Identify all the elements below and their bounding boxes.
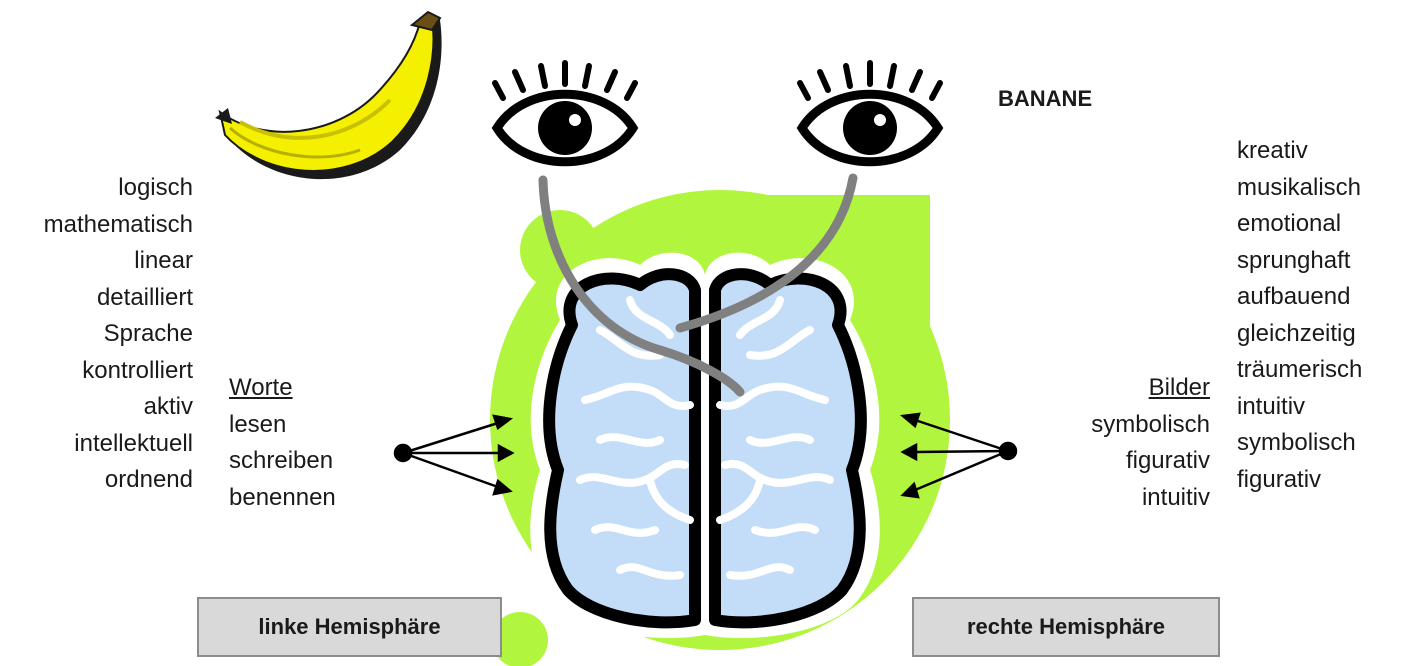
list-item: ordnend — [44, 462, 193, 499]
left-functions-heading: Worte — [229, 370, 336, 407]
list-item: aufbauend — [1237, 279, 1362, 316]
list-item: musikalisch — [1237, 170, 1362, 207]
list-item: träumerisch — [1237, 352, 1362, 389]
list-item: Sprache — [44, 316, 193, 353]
list-item: intuitiv — [1091, 480, 1210, 517]
brain-icon — [530, 253, 880, 638]
left-hemisphere-label-text: linke Hemisphäre — [258, 614, 440, 640]
list-item: logisch — [44, 170, 193, 207]
left-traits-list: logisch mathematisch linear detailliert … — [44, 170, 193, 499]
list-item: sprunghaft — [1237, 243, 1362, 280]
list-item: benennen — [229, 480, 336, 517]
list-item: kreativ — [1237, 133, 1362, 170]
right-hemisphere-label: rechte Hemisphäre — [912, 597, 1220, 657]
list-item: intuitiv — [1237, 389, 1362, 426]
list-item: aktiv — [44, 389, 193, 426]
list-item: symbolisch — [1237, 425, 1362, 462]
word-label-banane: BANANE — [998, 86, 1092, 112]
list-item: emotional — [1237, 206, 1362, 243]
list-item: lesen — [229, 407, 336, 444]
list-item: gleichzeitig — [1237, 316, 1362, 353]
list-item: mathematisch — [44, 207, 193, 244]
list-item: figurativ — [1237, 462, 1362, 499]
list-item: figurativ — [1091, 443, 1210, 480]
left-functions-list: Worte lesen schreiben benennen — [229, 370, 336, 516]
left-eye-icon — [495, 63, 635, 162]
right-functions-heading: Bilder — [1091, 370, 1210, 407]
list-item: symbolisch — [1091, 407, 1210, 444]
list-item: detailliert — [44, 280, 193, 317]
list-item: intellektuell — [44, 426, 193, 463]
right-traits-list: kreativ musikalisch emotional sprunghaft… — [1237, 133, 1362, 498]
banana-icon — [215, 12, 442, 179]
right-eye-icon — [800, 63, 940, 162]
list-item: kontrolliert — [44, 353, 193, 390]
right-hemisphere-label-text: rechte Hemisphäre — [967, 614, 1165, 640]
list-item: linear — [44, 243, 193, 280]
left-hemisphere-label: linke Hemisphäre — [197, 597, 502, 657]
list-item: schreiben — [229, 443, 336, 480]
right-functions-list: Bilder symbolisch figurativ intuitiv — [1091, 370, 1210, 516]
